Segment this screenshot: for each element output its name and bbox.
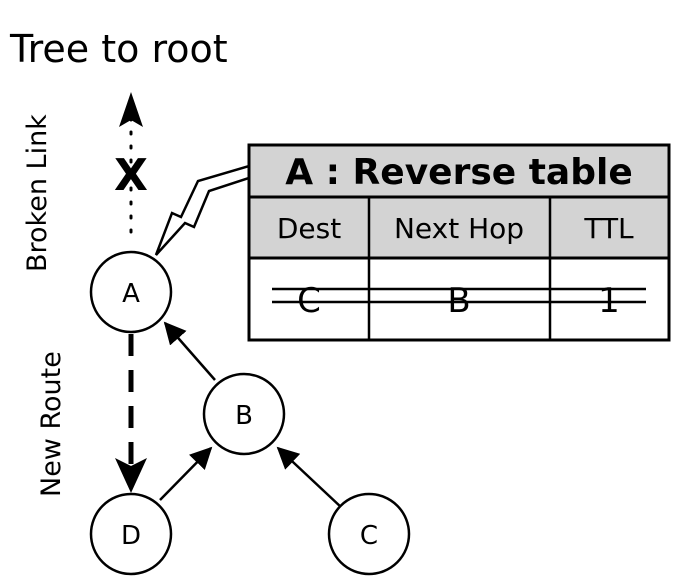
new-route-arrowhead — [115, 458, 147, 493]
new-route-label: New Route — [36, 351, 67, 497]
node-a-label: A — [122, 279, 140, 309]
node-d: D — [89, 492, 173, 576]
table-title: A : Reverse table — [285, 152, 633, 193]
node-c-label: C — [360, 521, 378, 551]
table-header-dest: Dest — [277, 212, 341, 245]
edge-c-to-b — [276, 446, 343, 509]
reverse-table: A : Reverse table Dest Next Hop TTL C B … — [247, 143, 671, 342]
broken-link-mark: X — [114, 150, 148, 201]
node-d-label: D — [121, 521, 141, 551]
callout-arrow — [154, 164, 251, 256]
node-b: B — [202, 372, 286, 456]
diagram-title: Tree to root — [9, 27, 228, 71]
node-a: A — [89, 250, 173, 334]
node-c: C — [327, 492, 411, 576]
table-row — [247, 256, 671, 342]
table-header-ttl: TTL — [583, 212, 634, 245]
edge-d-to-b — [159, 446, 213, 501]
edge-b-to-a — [163, 321, 216, 381]
broken-link-arrowhead — [119, 92, 143, 127]
broken-link-label: Broken Link — [22, 114, 53, 272]
table-header-next-hop: Next Hop — [394, 212, 524, 245]
node-b-label: B — [235, 401, 253, 431]
